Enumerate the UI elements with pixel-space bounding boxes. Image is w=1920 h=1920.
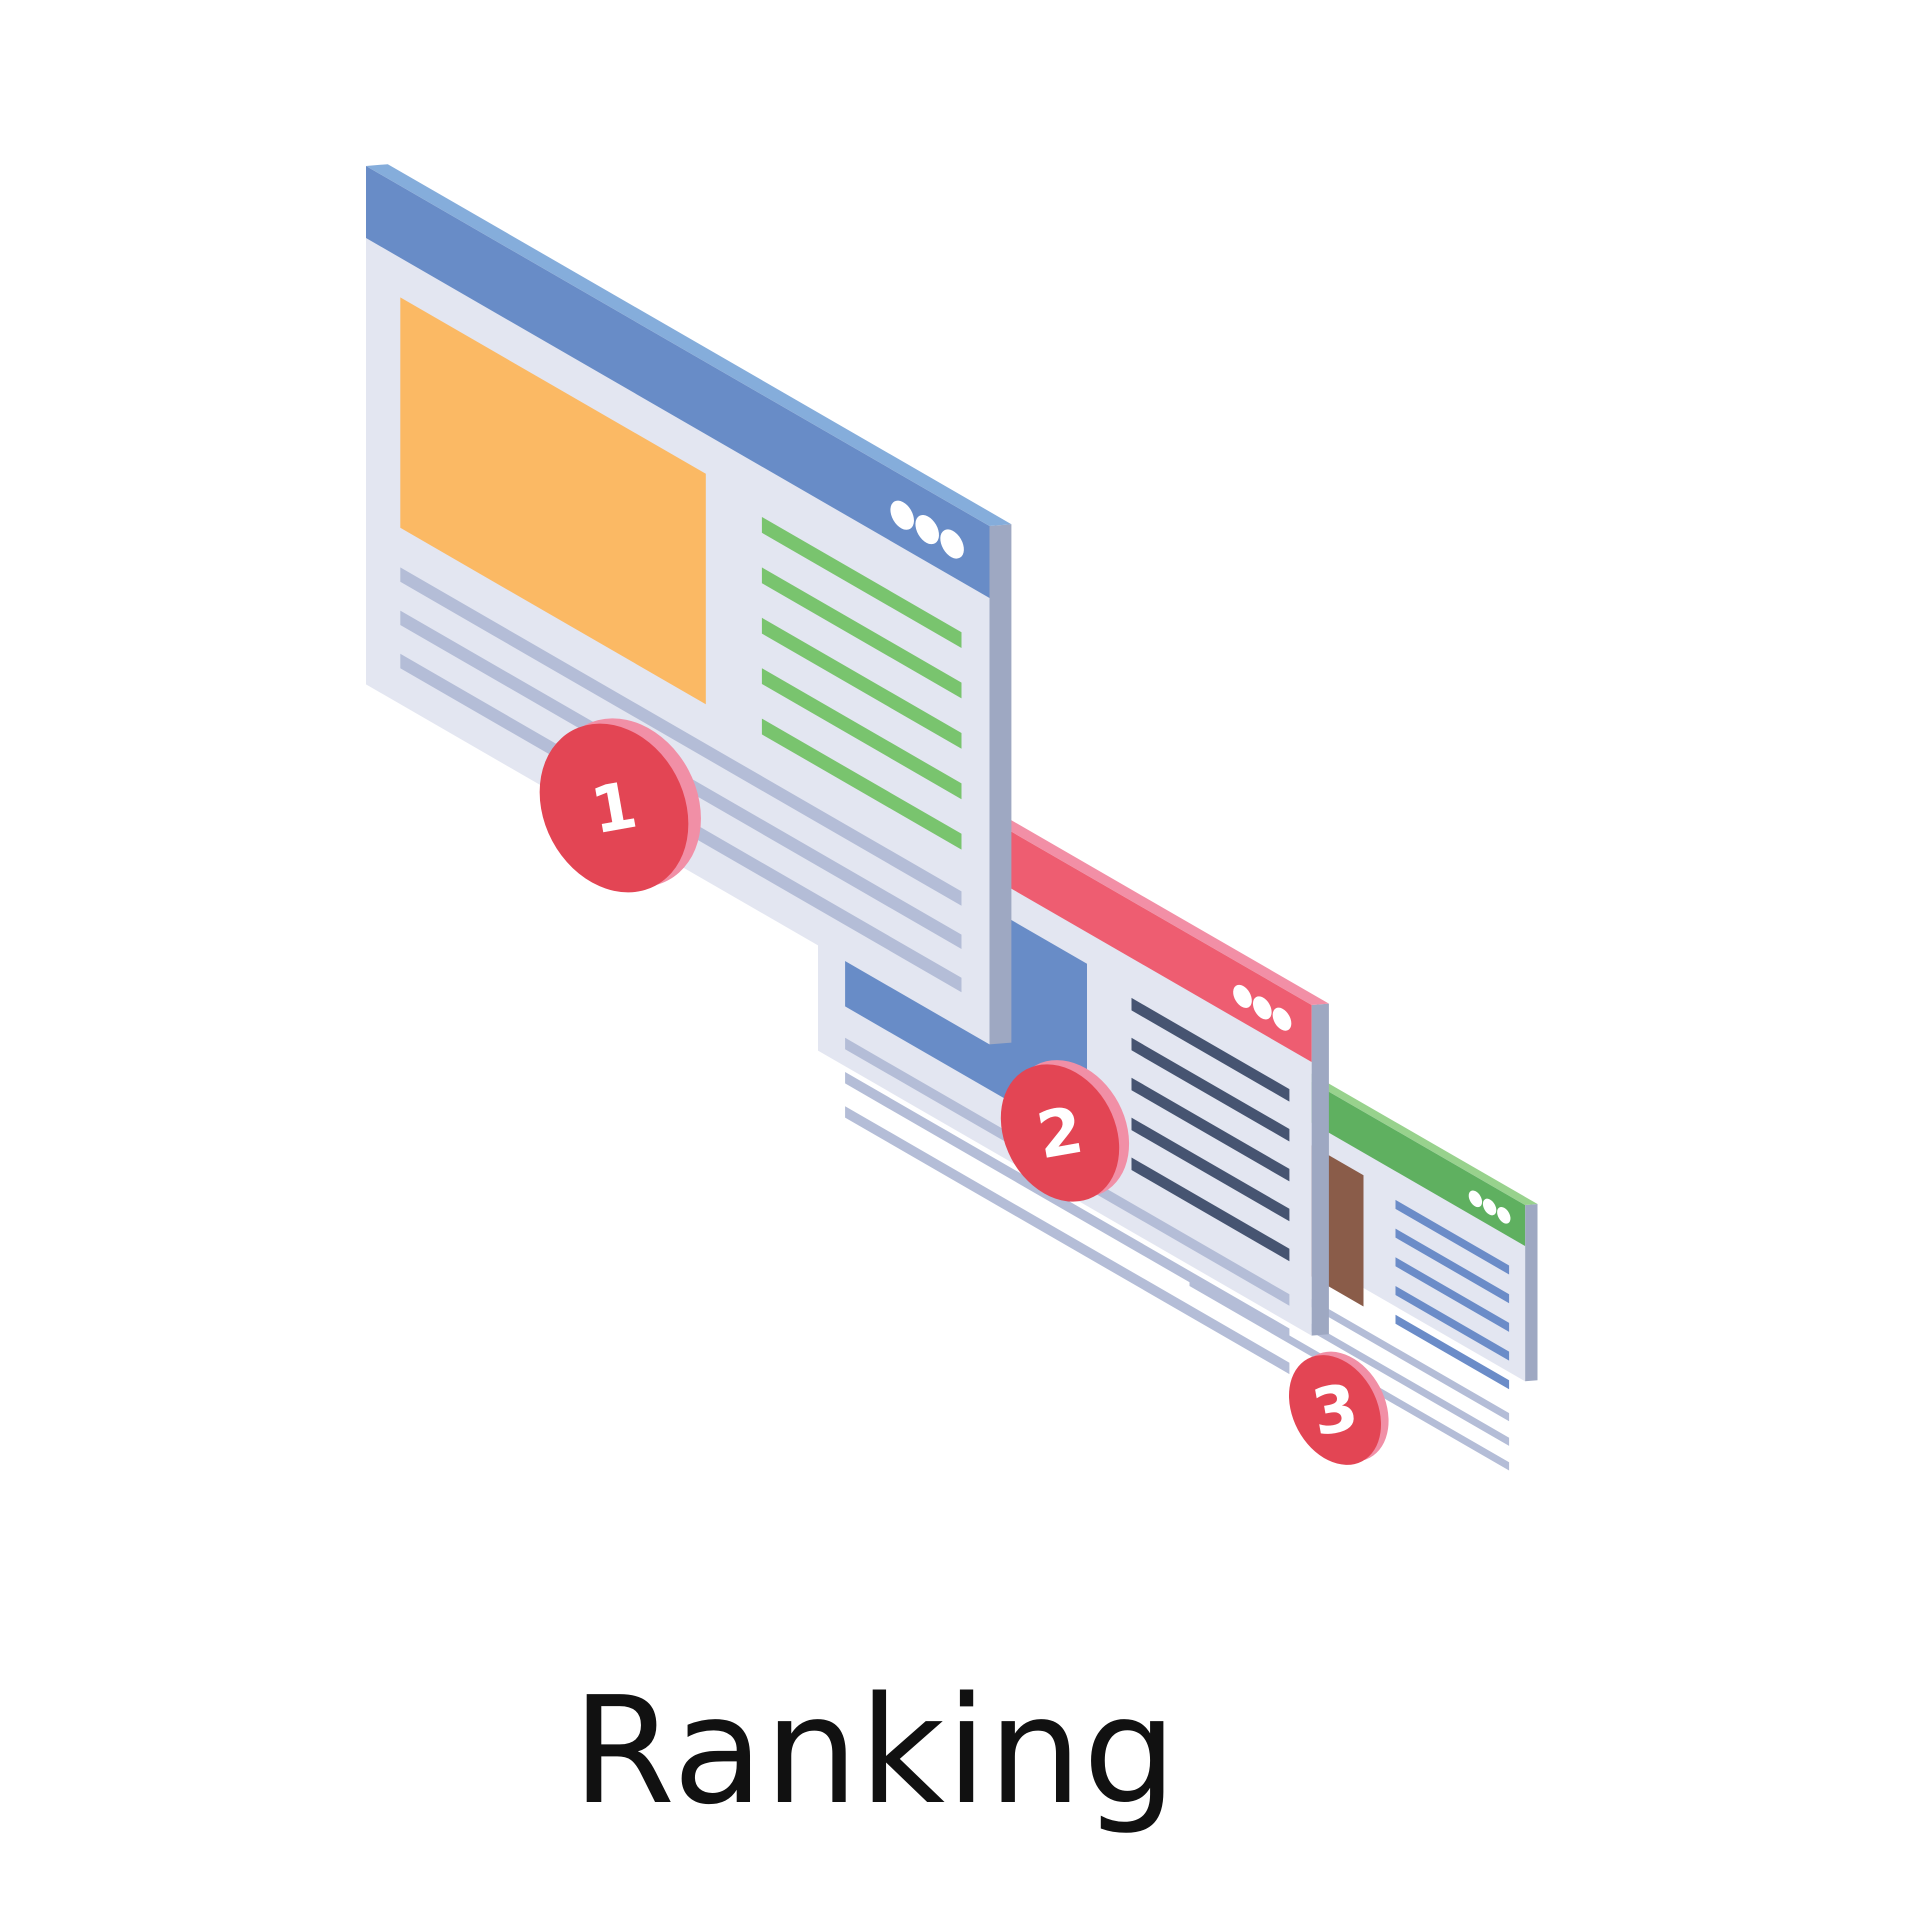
accent-text-line bbox=[1395, 1286, 1510, 1361]
badge-face bbox=[1288, 1355, 1382, 1465]
accent-text-line bbox=[1395, 1314, 1510, 1390]
window-dot bbox=[915, 515, 939, 545]
window-dot bbox=[1272, 1007, 1292, 1031]
window-dot bbox=[1252, 996, 1272, 1020]
gray-text-line bbox=[845, 1072, 1290, 1340]
accent-text-line bbox=[1395, 1257, 1510, 1332]
window-dot bbox=[890, 500, 914, 530]
window-header-bar bbox=[366, 166, 990, 598]
window-side-edge bbox=[989, 524, 1012, 1045]
rank-badge-2: 2 bbox=[1000, 1060, 1130, 1202]
window-side-edge bbox=[1525, 1204, 1538, 1382]
accent-text-line bbox=[761, 668, 962, 800]
accent-text-line bbox=[761, 567, 962, 699]
rank-badge-1: 1 bbox=[539, 718, 701, 893]
caption-title: Ranking bbox=[572, 1665, 1178, 1837]
window-dots-icon bbox=[890, 500, 964, 559]
accent-text-line bbox=[1395, 1199, 1510, 1275]
rank-badge-3: 3 bbox=[1288, 1351, 1389, 1465]
badge-face bbox=[539, 723, 689, 893]
accent-text-line bbox=[1131, 997, 1290, 1102]
gray-text-line bbox=[845, 1106, 1290, 1375]
accent-text-line bbox=[1131, 1037, 1290, 1142]
browser-window-1 bbox=[366, 164, 1012, 1045]
window-dot bbox=[1468, 1190, 1483, 1208]
badge-face bbox=[1000, 1064, 1120, 1202]
window-dot bbox=[1482, 1198, 1497, 1216]
accent-text-line bbox=[1395, 1228, 1510, 1304]
accent-text-line bbox=[761, 517, 962, 648]
window-dot bbox=[1497, 1207, 1511, 1224]
window-dot bbox=[940, 529, 964, 559]
window-top-edge bbox=[366, 164, 1012, 526]
image-placeholder bbox=[400, 297, 706, 705]
accent-text-line bbox=[1131, 1117, 1290, 1222]
accent-text-line bbox=[1131, 1077, 1290, 1182]
gray-text-line bbox=[400, 567, 962, 906]
accent-text-line bbox=[1131, 1157, 1290, 1262]
accent-text-line bbox=[761, 617, 962, 749]
window-dot bbox=[1233, 984, 1252, 1008]
window-dots-icon bbox=[1233, 984, 1292, 1031]
window-dots-icon bbox=[1468, 1190, 1511, 1224]
window-side-edge bbox=[1311, 1003, 1329, 1336]
accent-text-line bbox=[761, 718, 962, 850]
